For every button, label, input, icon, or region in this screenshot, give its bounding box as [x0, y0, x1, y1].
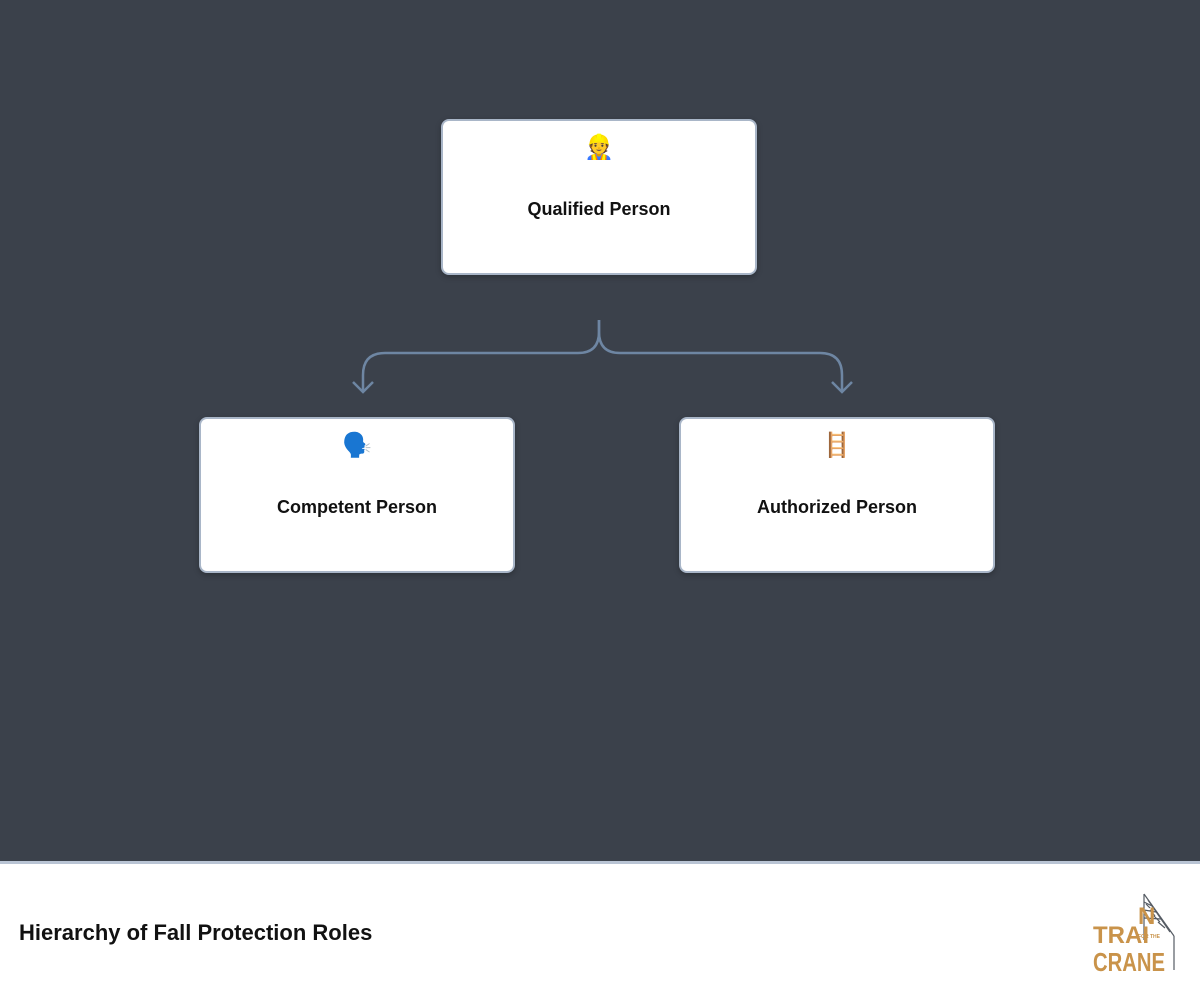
- diagram-canvas: 👷 Qualified Person 🗣️ Competent Person 🪜…: [0, 0, 1200, 861]
- node-label: Qualified Person: [527, 199, 671, 219]
- page-title: Hierarchy of Fall Protection Roles: [19, 920, 373, 945]
- speaking-head-icon: 🗣️: [342, 432, 372, 459]
- logo-line2: CRANE: [1093, 947, 1165, 976]
- connector-branch-left: [361, 320, 601, 392]
- train-for-the-crane-logo: TRAI N FOR THE CRANE: [1093, 893, 1175, 976]
- ladder-icon: 🪜: [822, 432, 852, 459]
- logo-line1: TRAI: [1093, 922, 1149, 949]
- node-competent-person: 🗣️ Competent Person: [199, 417, 515, 573]
- logo-n-letter: N: [1138, 903, 1155, 930]
- arrowhead-competent: [352, 381, 374, 394]
- node-qualified-person: 👷 Qualified Person: [441, 119, 757, 275]
- node-label: Competent Person: [276, 497, 438, 517]
- construction-worker-icon: 👷: [584, 134, 614, 161]
- node-label: Authorized Person: [756, 497, 917, 517]
- node-authorized-person: 🪜 Authorized Person: [679, 417, 995, 573]
- arrowhead-authorized: [831, 381, 853, 394]
- footer-divider: [0, 861, 1200, 864]
- logo-small: FOR THE: [1138, 934, 1161, 940]
- crane-icon: [1143, 893, 1175, 970]
- connector-branch-right: [597, 320, 844, 392]
- hierarchy-connector: [352, 320, 853, 394]
